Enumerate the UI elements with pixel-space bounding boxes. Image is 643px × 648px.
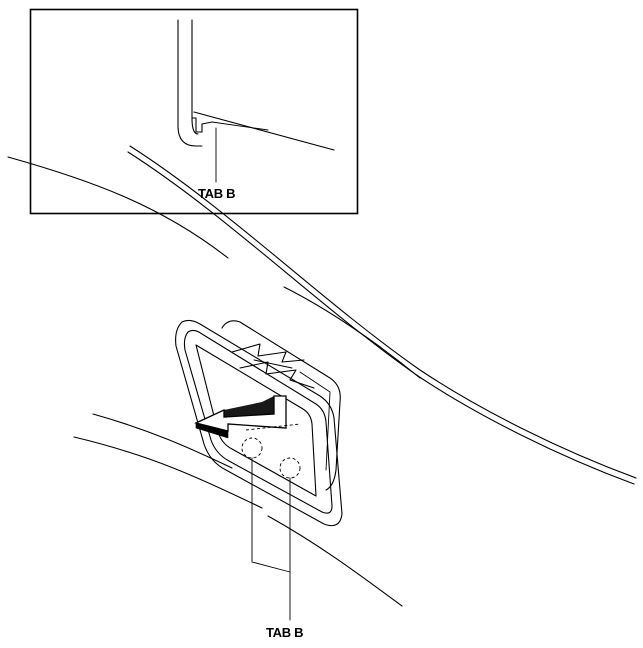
removal-arrow-shadow bbox=[195, 422, 229, 439]
inset-tab bbox=[191, 117, 213, 133]
inset-tab-label: TAB B bbox=[198, 186, 235, 201]
inner-tab-shadow bbox=[253, 359, 293, 369]
tab-b-position-2 bbox=[279, 457, 301, 479]
housing-inner-opening bbox=[195, 344, 317, 497]
tab-b-position-1 bbox=[241, 437, 263, 459]
housing-rear-block bbox=[221, 320, 341, 491]
housing-middle-frame bbox=[183, 329, 333, 514]
inset-detail: TAB B bbox=[29, 8, 359, 215]
long-character-line-a bbox=[129, 145, 637, 479]
inner-tab-upper bbox=[231, 343, 305, 363]
removal-arrow-body-shade bbox=[224, 396, 274, 417]
inset-clip-lower-edge bbox=[211, 121, 269, 131]
lower-body-curve-c bbox=[267, 515, 403, 607]
long-character-line-b bbox=[127, 151, 635, 485]
lower-body-curve-a bbox=[92, 413, 233, 469]
hidden-edge bbox=[245, 423, 301, 431]
inset-panel-edge bbox=[177, 19, 203, 147]
middle-panel-line bbox=[283, 286, 421, 379]
upper-body-curve bbox=[7, 156, 229, 259]
clip-housing bbox=[175, 319, 343, 527]
tab-b-leaders bbox=[251, 457, 291, 621]
main-tab-label: TAB B bbox=[266, 625, 303, 640]
lower-body-curve-b bbox=[73, 436, 263, 509]
body-contours bbox=[7, 145, 637, 607]
housing-outer-frame bbox=[175, 319, 343, 527]
inner-tab-lower bbox=[239, 361, 315, 389]
leader-from-tab-1 bbox=[251, 457, 291, 573]
inset-clip-top-edge bbox=[193, 111, 335, 151]
